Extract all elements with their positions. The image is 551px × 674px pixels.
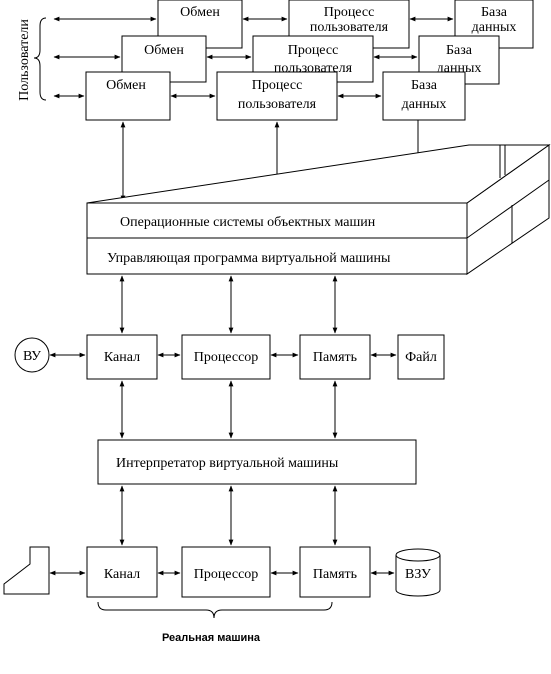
virtual-device-label: ВУ bbox=[23, 349, 41, 364]
database-label-1a: База bbox=[411, 78, 438, 93]
real-channel-box bbox=[86, 546, 158, 598]
virtual-machine-row: ВУ Канал Процессор Память Файл bbox=[14, 334, 445, 380]
virtual-memory-label: Память bbox=[313, 350, 357, 365]
os-vm-block: Операционные системы объектных машин Упр… bbox=[86, 144, 551, 275]
storage-cylinder bbox=[395, 555, 441, 597]
user-layer-3: Обмен Процесс пользователя База данных bbox=[53, 0, 534, 49]
virtual-device-circle bbox=[14, 337, 50, 373]
os-label: Операционные системы объектных машин bbox=[120, 215, 376, 230]
real-channel-label: Канал bbox=[104, 567, 140, 582]
vm-control-box bbox=[86, 237, 468, 275]
real-machine-brace bbox=[97, 601, 333, 619]
user-process-label-2a: Процесс bbox=[288, 43, 339, 58]
virtual-memory-box bbox=[299, 334, 371, 380]
vm-control-label: Управляющая программа виртуальной машины bbox=[107, 251, 391, 266]
user-process-label-3b: пользователя bbox=[310, 20, 389, 35]
virtual-channel-label: Канал bbox=[104, 350, 140, 365]
interpreter-label: Интерпретатор виртуальной машины bbox=[116, 456, 339, 471]
user-process-label-1b: пользователя bbox=[238, 97, 317, 112]
exchange-label-1: Обмен bbox=[106, 78, 146, 93]
database-label-1b: данных bbox=[402, 97, 447, 112]
real-machine-row: Канал Процессор Память ВЗУ bbox=[3, 546, 441, 598]
file-label: Файл bbox=[405, 350, 437, 365]
real-memory-label: Память bbox=[313, 567, 357, 582]
database-box-1 bbox=[382, 71, 466, 121]
database-label-2a: База bbox=[446, 43, 473, 58]
exchange-label-3: Обмен bbox=[180, 5, 220, 20]
virtual-processor-box bbox=[181, 334, 271, 380]
user-process-label-1a: Процесс bbox=[252, 78, 303, 93]
storage-label: ВЗУ bbox=[405, 567, 431, 582]
virtual-channel-box bbox=[86, 334, 158, 380]
users-brace bbox=[33, 17, 47, 101]
exchange-label-2: Обмен bbox=[144, 43, 184, 58]
real-processor-label: Процессор bbox=[194, 567, 259, 582]
interpreter-box bbox=[97, 439, 417, 485]
virtual-processor-label: Процессор bbox=[194, 350, 259, 365]
database-label-3a: База bbox=[481, 5, 508, 20]
file-box bbox=[397, 334, 445, 380]
real-memory-box bbox=[299, 546, 371, 598]
users-label: Пользователи bbox=[17, 19, 32, 101]
user-process-box-1 bbox=[216, 71, 338, 121]
real-machine-caption: Реальная машина bbox=[162, 632, 261, 644]
user-process-label-3a: Процесс bbox=[324, 5, 375, 20]
database-label-3b: данных bbox=[472, 20, 517, 35]
real-device-shape bbox=[3, 546, 50, 595]
exchange-box-1 bbox=[85, 71, 171, 121]
os-box bbox=[86, 202, 468, 239]
real-processor-box bbox=[181, 546, 271, 598]
user-layer-1: Обмен Процесс пользователя База данных bbox=[53, 71, 466, 121]
